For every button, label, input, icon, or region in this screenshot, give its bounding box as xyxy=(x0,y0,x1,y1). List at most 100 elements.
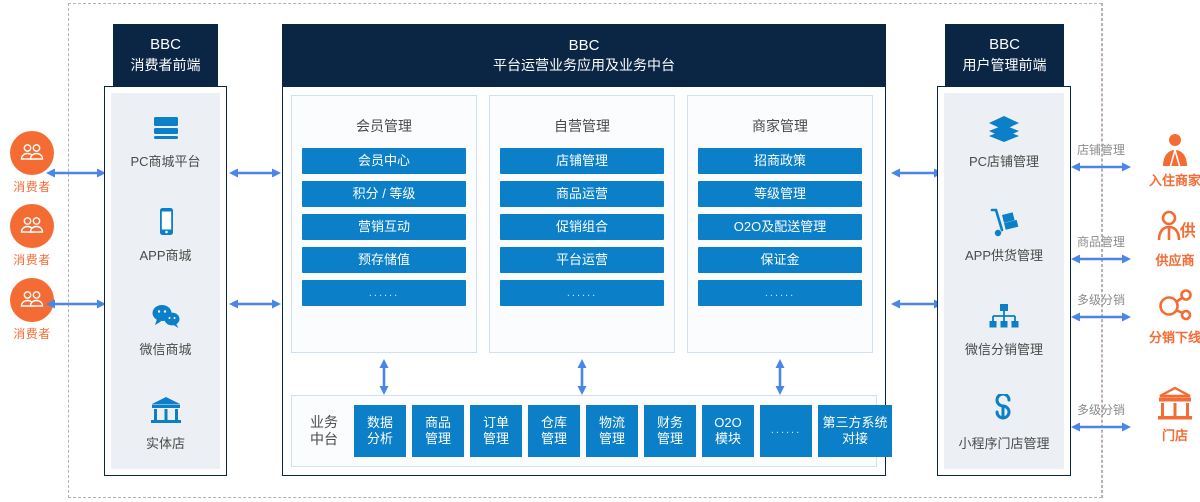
column-title: 会员管理 xyxy=(356,118,412,134)
module-chip-more[interactable]: ...... xyxy=(500,280,664,306)
business-middle-platform: 业务 中台 数据 分析 商品 管理 订单 管理 仓库 管理 xyxy=(291,395,892,467)
connector-label-product-management: 商品管理 xyxy=(1076,235,1125,249)
center-panel-body: 会员管理 会员中心 积分 / 等级 营销互动 预存储值 ...... 自营管理 … xyxy=(282,86,892,476)
module-chip[interactable]: 积分 / 等级 xyxy=(302,181,466,207)
center-column-merchant-management: 商家管理 招商政策 等级管理 O2O及配送管理 保证金 ...... xyxy=(687,95,873,353)
left-panel-body: PC商城平台 APP商城 xyxy=(104,86,227,476)
channel-pc-mall[interactable]: PC商城平台 xyxy=(111,111,220,170)
channel-label: 微信分销管理 xyxy=(964,341,1043,357)
mid-cell-third-party-integration[interactable]: 第三方系统 对接 xyxy=(818,405,892,457)
mid-label-line1: 业务 xyxy=(310,413,338,430)
channel-label: APP供货管理 xyxy=(964,247,1043,263)
cell-line1: 订单 xyxy=(482,414,509,430)
channel-wechat-mall[interactable]: 微信商城 xyxy=(111,299,220,358)
module-chip[interactable]: O2O及配送管理 xyxy=(698,214,862,240)
arrow-center-to-backend-2 xyxy=(891,297,943,309)
cell-line2: 管理 xyxy=(424,431,451,446)
mid-cell-more[interactable]: ...... xyxy=(760,405,812,457)
mid-cell-finance-management[interactable]: 财务 管理 xyxy=(644,405,696,457)
cell-line2: 管理 xyxy=(656,431,683,446)
module-chip[interactable]: 商品运营 xyxy=(500,181,664,207)
connector-label-multilevel-distribution-1: 多级分销 xyxy=(1076,293,1125,307)
left-panel-header: BBC 消费者前端 xyxy=(113,24,218,86)
arrow-center-to-backend-1 xyxy=(891,166,943,178)
module-chip[interactable]: 招商政策 xyxy=(698,148,862,174)
channel-miniprogram-store-management[interactable]: 小程序门店管理 xyxy=(944,393,1064,452)
monitor-icon xyxy=(111,111,220,145)
channel-label: 小程序门店管理 xyxy=(958,435,1050,451)
module-chip-more[interactable]: ...... xyxy=(698,280,862,306)
channel-wechat-distribution-management[interactable]: 微信分销管理 xyxy=(944,299,1064,358)
mid-cell-data-analysis[interactable]: 数据 分析 xyxy=(354,405,406,457)
actor-label: 分销下线 xyxy=(1148,330,1200,345)
channel-app-mall[interactable]: APP商城 xyxy=(111,205,220,264)
cell-line1: O2O xyxy=(714,414,742,430)
actor-merchant: 入住商家 xyxy=(1140,128,1200,189)
center-column-self-operated-management: 自营管理 店铺管理 商品运营 促销组合 平台运营 ...... xyxy=(489,95,675,353)
module-chip[interactable]: 店铺管理 xyxy=(500,148,664,174)
arrow-backend-to-distributor xyxy=(1071,310,1131,322)
column-title: 自营管理 xyxy=(554,118,610,134)
cell-line2: 管理 xyxy=(598,431,625,446)
actor-label: 门店 xyxy=(1161,428,1188,443)
shop-outline-icon xyxy=(1140,383,1200,423)
actor-consumer-2: 消费者 xyxy=(0,204,64,268)
center-panel-header: BBC 平台运营业务应用及业务中台 xyxy=(282,24,886,86)
module-chip[interactable]: 会员中心 xyxy=(302,148,466,174)
arrow-column2-to-midplatform xyxy=(576,359,588,395)
actor-consumer-3: 消费者 xyxy=(0,278,64,342)
diagram-divider-right xyxy=(1102,3,1103,498)
module-chip[interactable]: 促销组合 xyxy=(500,214,664,240)
business-middle-platform-label: 业务 中台 xyxy=(300,414,348,449)
hand-truck-icon xyxy=(944,205,1064,239)
cell-line1: 数据 xyxy=(366,414,393,430)
module-chip[interactable]: 预存储值 xyxy=(302,247,466,273)
module-chip[interactable]: 保证金 xyxy=(698,247,862,273)
diagram-boundary-frame xyxy=(68,3,1102,498)
storefront-icon xyxy=(111,393,220,427)
arrow-column3-to-midplatform xyxy=(774,359,786,395)
arrow-consumer-to-frontend-2 xyxy=(46,297,106,309)
channel-label: 微信商城 xyxy=(139,341,192,357)
module-chip-more[interactable]: ...... xyxy=(302,280,466,306)
cell-line1: 商品 xyxy=(424,414,451,430)
actor-label: 消费者 xyxy=(13,180,51,194)
layers-icon xyxy=(944,111,1064,145)
mid-cell-logistics-management[interactable]: 物流 管理 xyxy=(586,405,638,457)
column-title: 商家管理 xyxy=(752,118,808,134)
cell-line2: 模块 xyxy=(714,431,741,446)
center-column-member-management: 会员管理 会员中心 积分 / 等级 营销互动 预存储值 ...... xyxy=(291,95,477,353)
actor-label: 消费者 xyxy=(13,253,51,267)
center-panel-title-line2: 平台运营业务应用及业务中台 xyxy=(493,56,675,73)
arrow-backend-to-store xyxy=(1071,420,1131,432)
merchant-person-icon xyxy=(1140,128,1200,168)
channel-app-supply-management[interactable]: APP供货管理 xyxy=(944,205,1064,264)
mini-program-icon xyxy=(944,393,1064,427)
mid-cell-product-management[interactable]: 商品 管理 xyxy=(412,405,464,457)
arrow-backend-to-supplier xyxy=(1071,252,1131,264)
arrow-consumer-to-frontend-1 xyxy=(46,166,106,178)
actor-distributor: 分销下线 xyxy=(1140,285,1200,346)
channel-pc-shop-management[interactable]: PC店铺管理 xyxy=(944,111,1064,170)
arrow-backend-to-merchant xyxy=(1071,160,1131,172)
module-chip[interactable]: 营销互动 xyxy=(302,214,466,240)
mid-cell-warehouse-management[interactable]: 仓库 管理 xyxy=(528,405,580,457)
arrow-column1-to-midplatform xyxy=(378,359,390,395)
channel-physical-store[interactable]: 实体店 xyxy=(111,393,220,452)
svg-text:供: 供 xyxy=(1179,221,1195,240)
cell-line2: 分析 xyxy=(366,431,393,446)
right-panel-title-line1: BBC xyxy=(989,36,1020,54)
right-panel-body: PC店铺管理 APP供货管理 xyxy=(937,86,1071,476)
supplier-icon: 供 xyxy=(1140,208,1200,248)
cell-line2: 对接 xyxy=(841,431,868,446)
module-chip[interactable]: 等级管理 xyxy=(698,181,862,207)
left-panel-title-line2: 消费者前端 xyxy=(130,56,201,73)
actor-store: 门店 xyxy=(1140,383,1200,444)
mid-cell-order-management[interactable]: 订单 管理 xyxy=(470,405,522,457)
module-chip[interactable]: 平台运营 xyxy=(500,247,664,273)
mid-cell-o2o-module[interactable]: O2O 模块 xyxy=(702,405,754,457)
left-panel-title-line1: BBC xyxy=(150,36,181,54)
org-tree-icon xyxy=(944,299,1064,333)
share-nodes-icon xyxy=(1140,285,1200,325)
arrow-frontend-to-center-1 xyxy=(229,166,281,178)
